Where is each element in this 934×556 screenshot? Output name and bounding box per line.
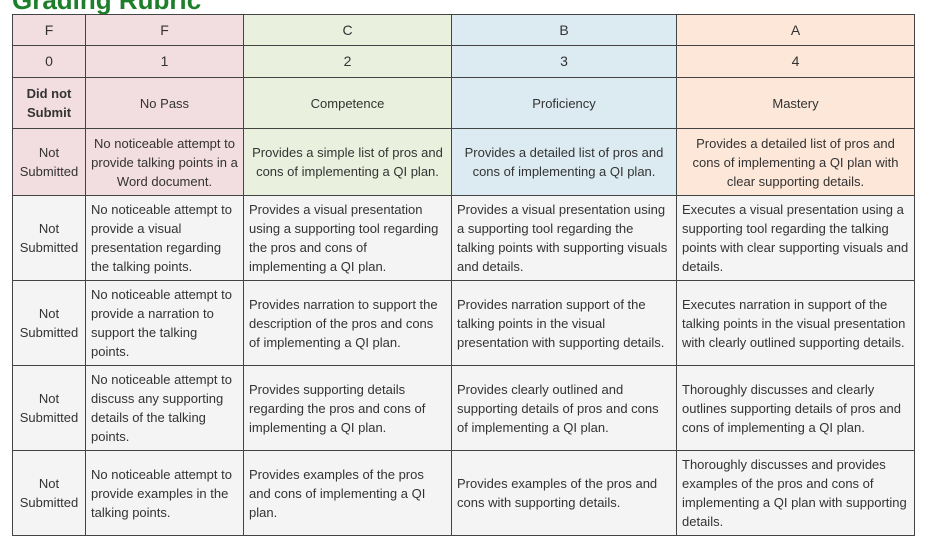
level-cell: Proficiency	[451, 77, 677, 129]
criterion-row: Not Submitted No noticeable attempt to p…	[12, 128, 915, 196]
score-cell: 0	[12, 45, 86, 78]
criterion-row: Not Submitted No noticeable attempt to p…	[12, 195, 915, 281]
criterion-cell: Provides a visual presentation using a s…	[243, 195, 452, 281]
criterion-cell: Thoroughly discusses and clearly outline…	[676, 365, 915, 451]
criterion-cell: Executes narration in support of the tal…	[676, 280, 915, 366]
score-row: 0 1 2 3 4	[12, 45, 915, 78]
criterion-row: Not Submitted No noticeable attempt to p…	[12, 280, 915, 366]
level-cell: No Pass	[85, 77, 244, 129]
page-title: Grading Rubric	[12, 0, 202, 15]
criterion-cell: No noticeable attempt to provide a narra…	[85, 280, 244, 366]
criterion-cell: Not Submitted	[12, 128, 86, 196]
criterion-cell: Provides clearly outlined and supporting…	[451, 365, 677, 451]
letter-grade-row: F F C B A	[12, 14, 915, 46]
criterion-cell: Thoroughly discusses and provides exampl…	[676, 450, 915, 536]
criterion-cell: No noticeable attempt to discuss any sup…	[85, 365, 244, 451]
criterion-row: Not Submitted No noticeable attempt to p…	[12, 450, 915, 536]
level-cell: Mastery	[676, 77, 915, 129]
score-cell: 1	[85, 45, 244, 78]
criterion-cell: Provides examples of the pros and cons o…	[243, 450, 452, 536]
criterion-cell: Provides a detailed list of pros and con…	[676, 128, 915, 196]
letter-grade-cell: B	[451, 14, 677, 46]
score-cell: 2	[243, 45, 452, 78]
criterion-cell: Provides a detailed list of pros and con…	[451, 128, 677, 196]
letter-grade-cell: F	[12, 14, 86, 46]
criterion-cell: Provides a simple list of pros and cons …	[243, 128, 452, 196]
level-cell: Did not Submit	[12, 77, 86, 129]
letter-grade-cell: A	[676, 14, 915, 46]
criterion-cell: Provides a visual presentation using a s…	[451, 195, 677, 281]
criterion-cell: Not Submitted	[12, 450, 86, 536]
criterion-cell: No noticeable attempt to provide a visua…	[85, 195, 244, 281]
level-row: Did not Submit No Pass Competence Profic…	[12, 77, 915, 129]
criterion-cell: Provides narration to support the descri…	[243, 280, 452, 366]
criterion-cell: Provides supporting details regarding th…	[243, 365, 452, 451]
criterion-cell: Provides narration support of the talkin…	[451, 280, 677, 366]
letter-grade-cell: F	[85, 14, 244, 46]
criterion-cell: Not Submitted	[12, 365, 86, 451]
criterion-cell: Provides examples of the pros and cons w…	[451, 450, 677, 536]
score-cell: 3	[451, 45, 677, 78]
criterion-cell: Not Submitted	[12, 195, 86, 281]
grading-rubric-table: F F C B A 0 1 2 3 4 Did not Submit No Pa…	[12, 14, 915, 536]
criterion-cell: No noticeable attempt to provide example…	[85, 450, 244, 536]
criterion-cell: No noticeable attempt to provide talking…	[85, 128, 244, 196]
level-cell: Competence	[243, 77, 452, 129]
criterion-row: Not Submitted No noticeable attempt to d…	[12, 365, 915, 451]
letter-grade-cell: C	[243, 14, 452, 46]
score-cell: 4	[676, 45, 915, 78]
criterion-cell: Executes a visual presentation using a s…	[676, 195, 915, 281]
criterion-cell: Not Submitted	[12, 280, 86, 366]
